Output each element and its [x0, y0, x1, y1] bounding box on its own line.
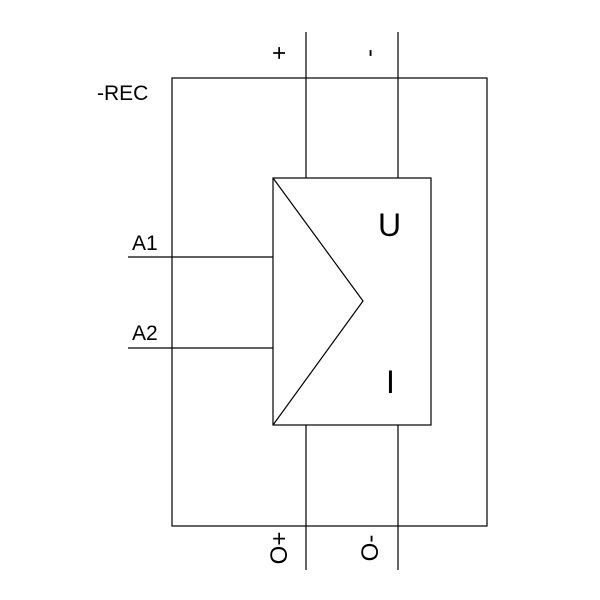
current-symbol-label: I: [386, 364, 395, 400]
designation-label: -REC: [97, 82, 148, 105]
input-a2-label: A2: [132, 322, 158, 345]
converter-block: [272, 177, 432, 426]
supply-negative-label: -: [356, 49, 383, 57]
supply-positive-label: +: [266, 46, 293, 60]
converter-chevron: [272, 177, 364, 426]
enclosure-frame: [171, 77, 488, 527]
voltage-symbol-label: U: [378, 207, 401, 243]
output-negative-label: O-: [357, 535, 384, 562]
output-positive-label: O+: [266, 532, 293, 565]
input-a1-label: A1: [132, 232, 158, 255]
